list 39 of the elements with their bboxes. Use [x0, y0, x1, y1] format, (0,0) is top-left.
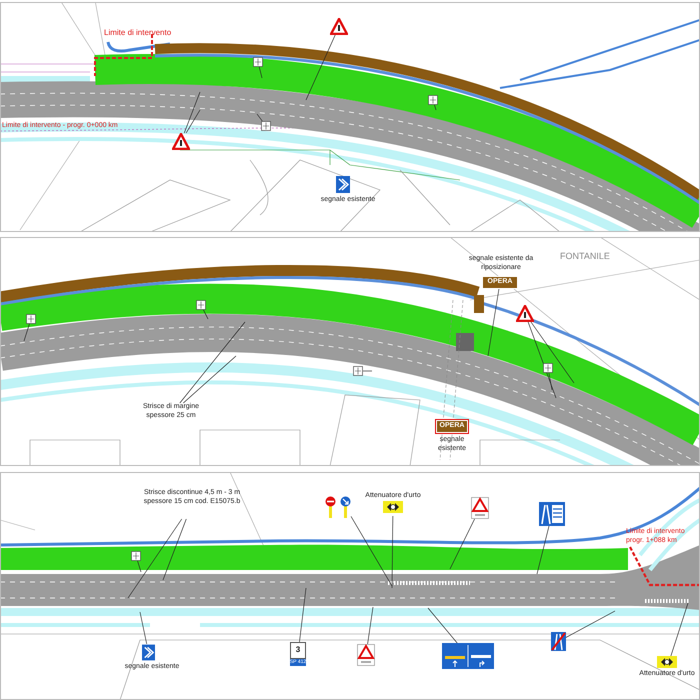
leader-line	[180, 322, 246, 404]
leader-line	[24, 324, 30, 342]
plan-note: FONTANILE	[560, 250, 611, 263]
leader-line	[306, 34, 336, 100]
small-sign-icon	[131, 551, 141, 561]
leader-line	[428, 608, 458, 644]
leader-line	[299, 588, 306, 642]
leader-line	[186, 110, 200, 134]
leader-line	[670, 602, 688, 656]
leader-line	[566, 610, 616, 638]
leader-line	[450, 518, 475, 570]
leader-line	[392, 516, 394, 588]
small-sign-icon	[353, 366, 363, 376]
small-sign-icon	[196, 300, 206, 310]
leader-line	[256, 114, 263, 122]
small-sign-icon	[261, 121, 271, 131]
leader-line	[536, 526, 550, 574]
leader-line	[183, 356, 236, 404]
leader-line	[162, 518, 187, 580]
leader-line	[548, 372, 552, 390]
leader-line	[488, 288, 500, 356]
leader-line	[350, 516, 392, 586]
small-sign-icon	[543, 363, 553, 373]
leader-line	[258, 66, 262, 78]
route-number-plate: 3	[290, 642, 306, 658]
leader-line	[528, 322, 556, 398]
leader-line	[362, 370, 372, 372]
leader-line	[434, 104, 436, 110]
leader-line	[184, 92, 200, 134]
leader-line	[128, 518, 182, 598]
leader-line	[530, 322, 574, 384]
leader-line	[140, 612, 148, 644]
small-sign-icon	[26, 314, 36, 324]
plan-note: Limite di intervento	[104, 27, 172, 39]
small-sign-icon	[428, 95, 438, 105]
leader-line	[203, 310, 208, 320]
small-sign-icon	[253, 57, 263, 67]
leader-line	[137, 560, 142, 572]
leader-line	[367, 606, 374, 644]
